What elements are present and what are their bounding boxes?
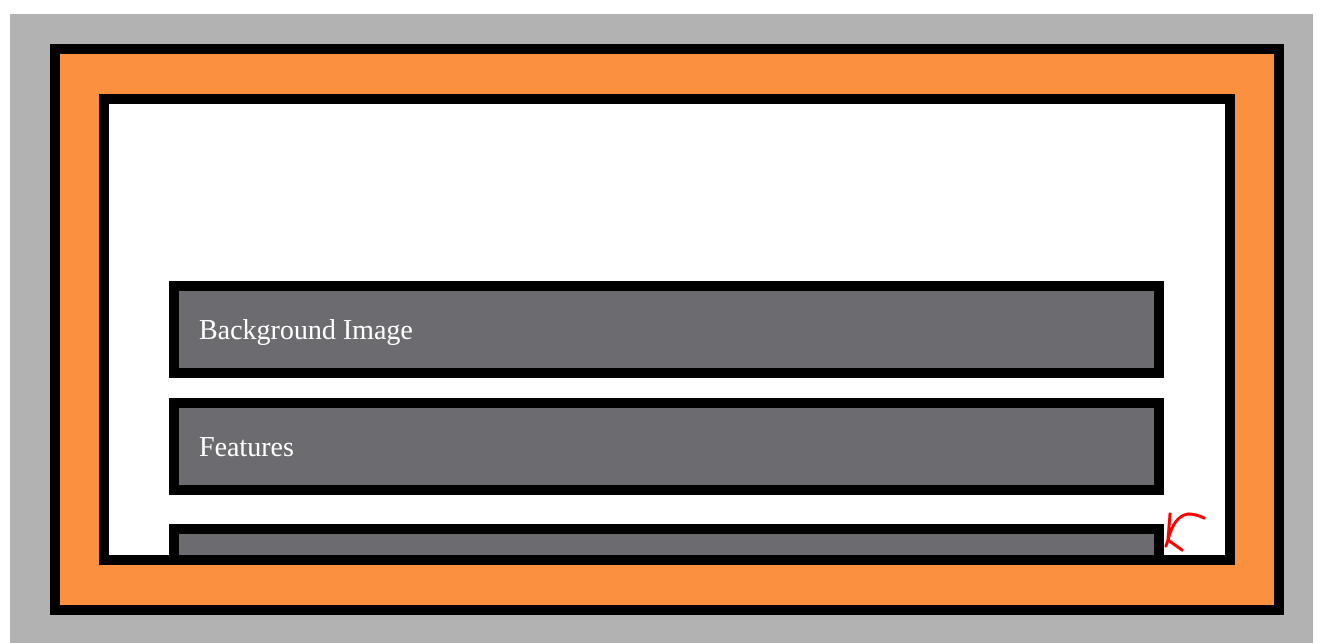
menu-item-partial[interactable]: [169, 524, 1164, 555]
annotation-scribble-icon: [1164, 512, 1206, 552]
menu-item-label: Features: [199, 432, 294, 463]
menu-item-features[interactable]: Features: [169, 398, 1164, 495]
content-panel[interactable]: Background Image Features: [99, 94, 1235, 565]
menu-item-label: Background Image: [199, 315, 413, 346]
menu-item-background-image[interactable]: Background Image: [169, 281, 1164, 378]
